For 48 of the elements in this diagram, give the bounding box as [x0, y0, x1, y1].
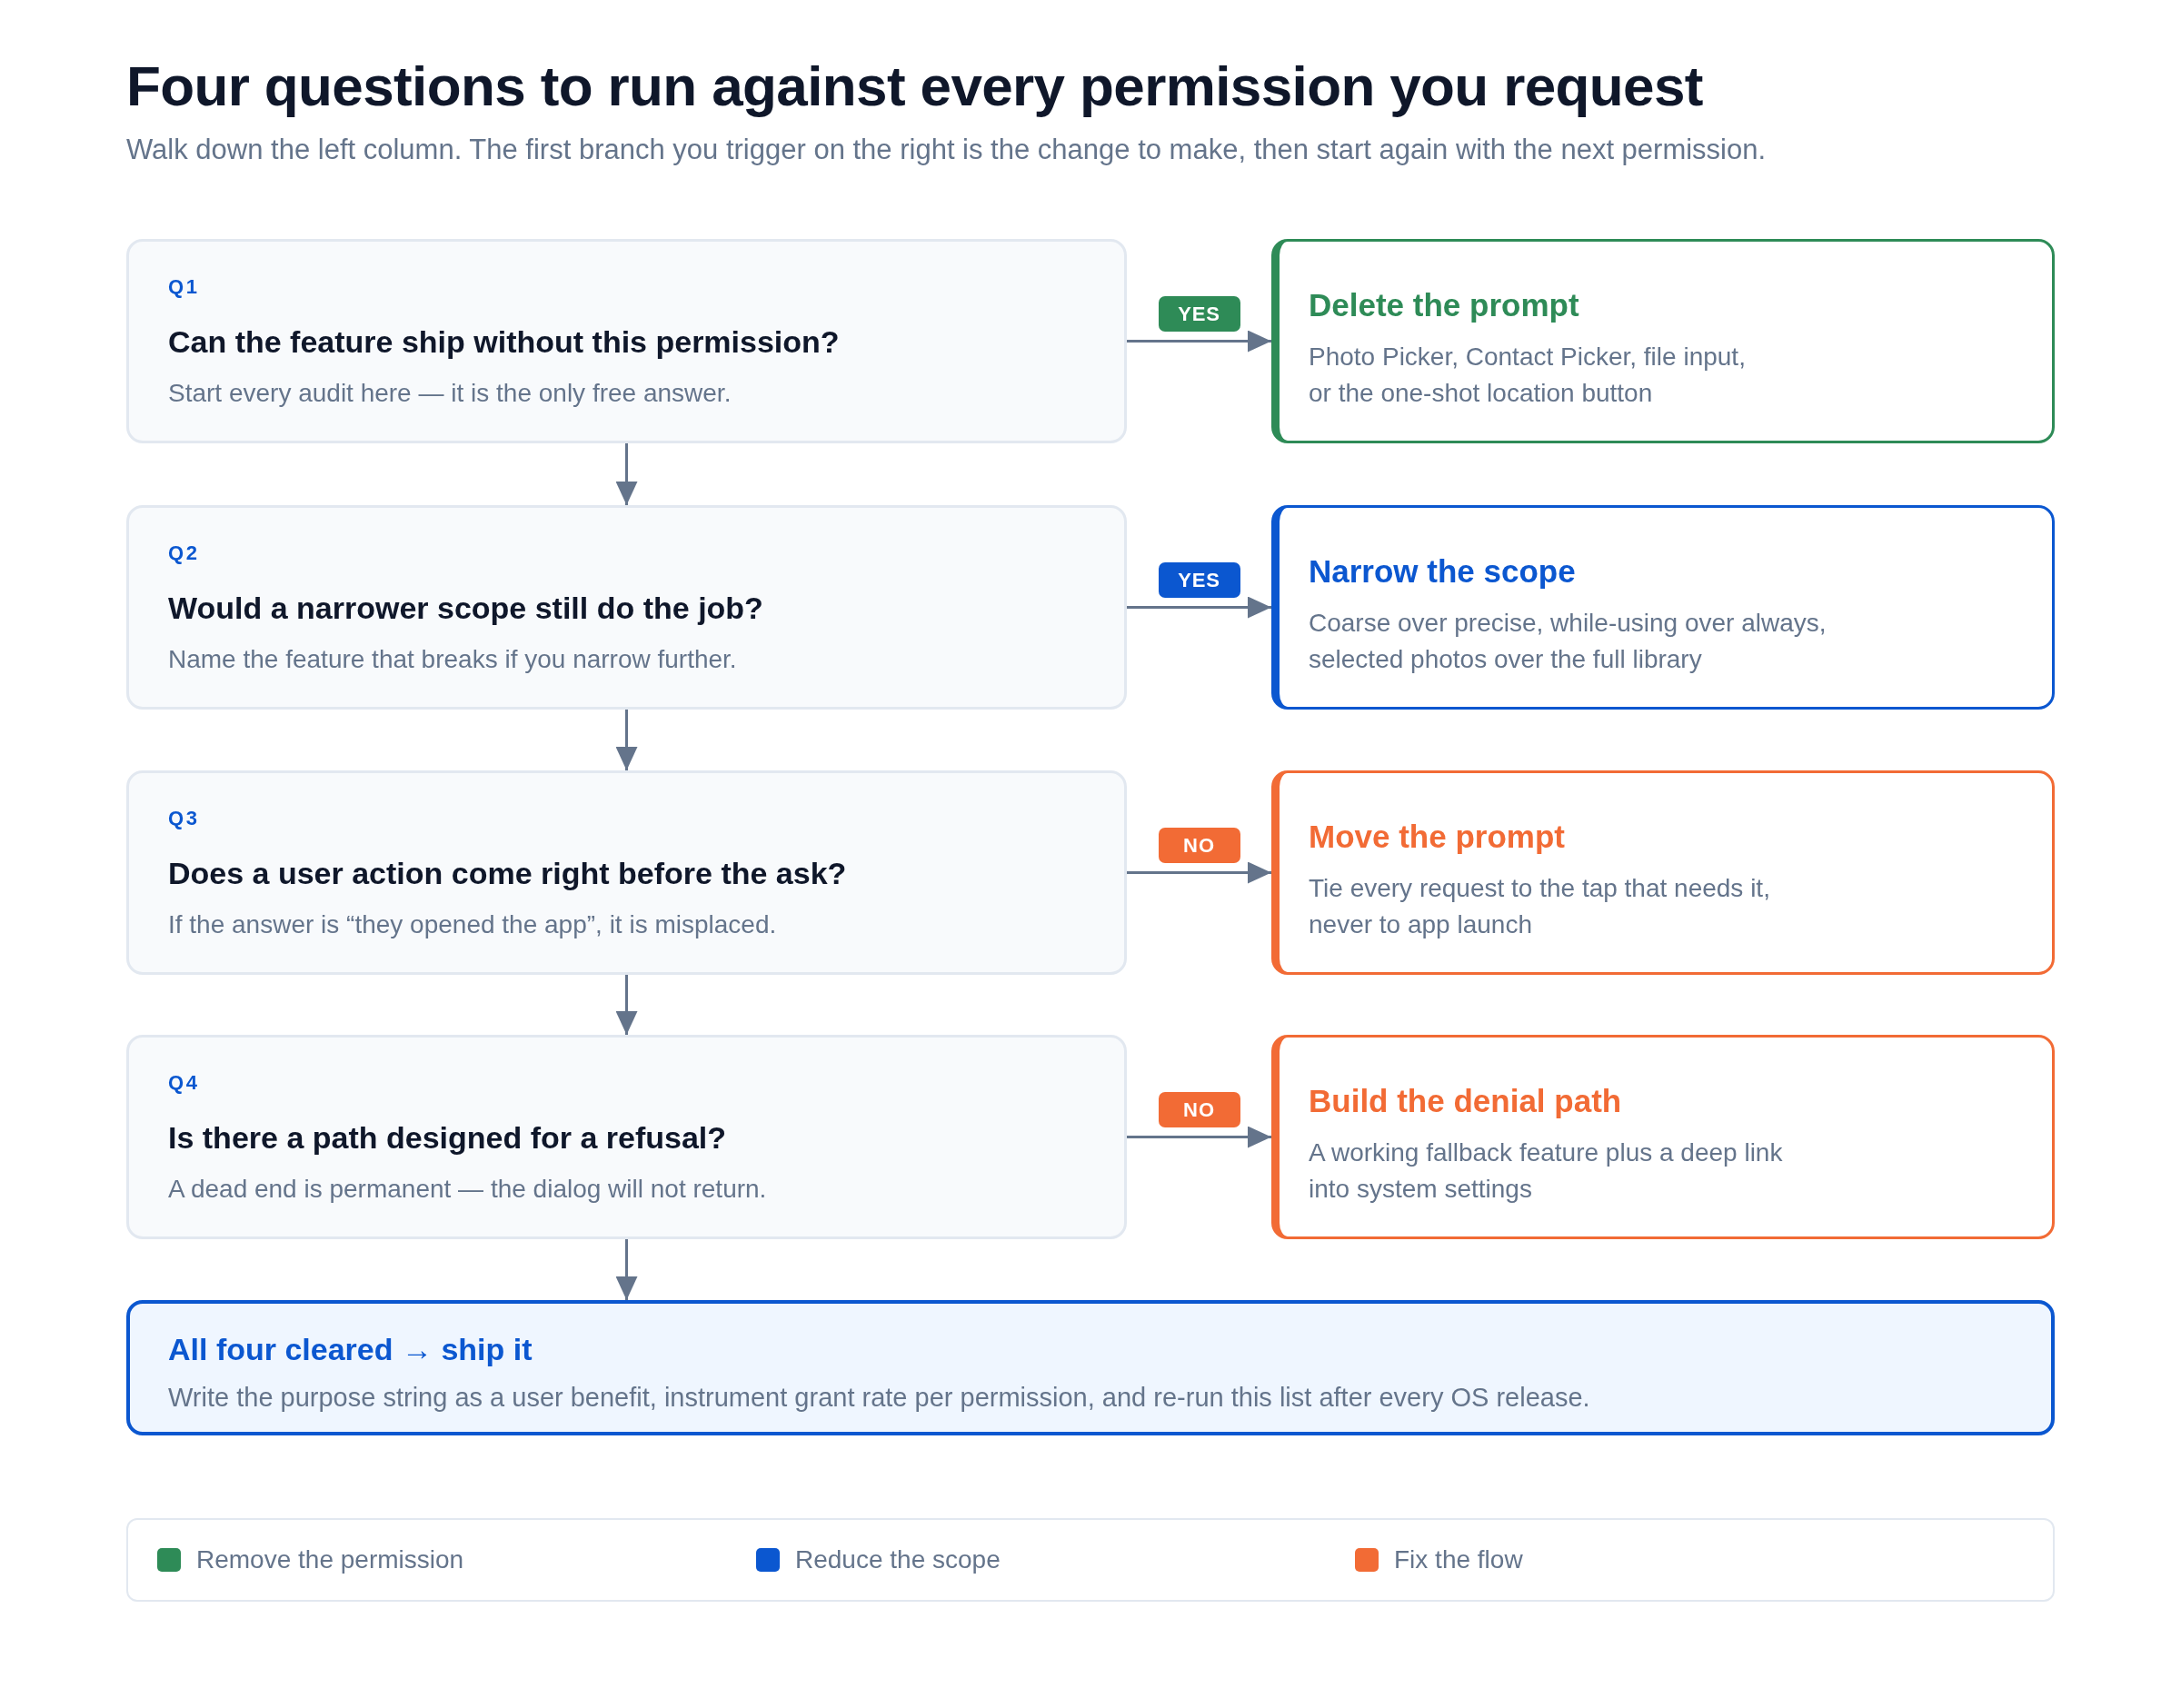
action-description: Photo Picker, Contact Picker, file input, or the one-shot location button — [1309, 342, 1747, 409]
action-box — [1271, 1035, 2055, 1239]
question-number: Q2 — [168, 541, 200, 566]
action-title: Build the denial path — [1309, 1082, 1622, 1120]
question-box — [126, 770, 1127, 975]
hint-text: Start every audit here — it is the only free answer. — [168, 378, 732, 409]
edge-label: YES — [1158, 295, 1240, 332]
legend-label: Reduce the scope — [795, 1544, 1001, 1575]
action-box — [1271, 770, 2055, 975]
question-text: Would a narrower scope still do the job? — [168, 590, 763, 627]
action-description: A working fallback feature plus a deep link into system settings — [1309, 1137, 1784, 1205]
question-number: Q1 — [168, 274, 200, 300]
action-title: Delete the prompt — [1309, 286, 1579, 324]
legend-label: Fix the flow — [1394, 1544, 1523, 1575]
arrow — [615, 975, 638, 1035]
arrow — [615, 1239, 638, 1300]
question-text: Can the feature ship without this permission? — [168, 323, 840, 361]
action-description: Tie every request to the tap that needs it, never to app launch — [1309, 873, 1771, 940]
arrow — [1127, 1126, 1271, 1148]
hint-text: If the answer is “they opened the app”, it is misplaced. — [168, 909, 777, 940]
action-box — [1271, 239, 2055, 443]
result-description: Write the purpose string as a user benefit, instrument grant rate per permission, and re-run this list after every OS release. — [168, 1382, 1590, 1414]
action-title: Narrow the scope — [1309, 552, 1576, 591]
question-box — [126, 505, 1127, 710]
diagram-title: Four questions to run against every permission you request — [126, 54, 1703, 119]
question-box — [126, 239, 1127, 443]
hint-text: A dead end is permanent — the dialog will not return. — [168, 1174, 767, 1205]
question-text: Is there a path designed for a refusal? — [168, 1119, 727, 1157]
edge-label: NO — [1158, 827, 1240, 863]
legend-label: Remove the permission — [196, 1544, 464, 1575]
action-title: Move the prompt — [1309, 818, 1565, 856]
arrow — [1127, 330, 1271, 353]
action-description: Coarse over precise, while-using over always, selected photos over the full library — [1309, 608, 1827, 675]
arrow — [615, 710, 638, 770]
arrow — [1127, 861, 1271, 884]
result-box — [126, 1300, 2055, 1435]
action-box — [1271, 505, 2055, 710]
question-number: Q4 — [168, 1070, 200, 1096]
hint-text: Name the feature that breaks if you narrow further. — [168, 644, 737, 675]
arrow — [1127, 596, 1271, 619]
question-text: Does a user action come right before the ask? — [168, 855, 847, 892]
edge-label: NO — [1158, 1091, 1240, 1127]
question-number: Q3 — [168, 806, 200, 831]
arrow — [615, 443, 638, 505]
edge-label: YES — [1158, 561, 1240, 598]
subtitle: Walk down the left column. The first branch you trigger on the right is the change to make, then start again with the next permission. — [126, 133, 1767, 167]
question-box — [126, 1035, 1127, 1239]
result-title: All four cleared → ship it — [168, 1331, 533, 1368]
